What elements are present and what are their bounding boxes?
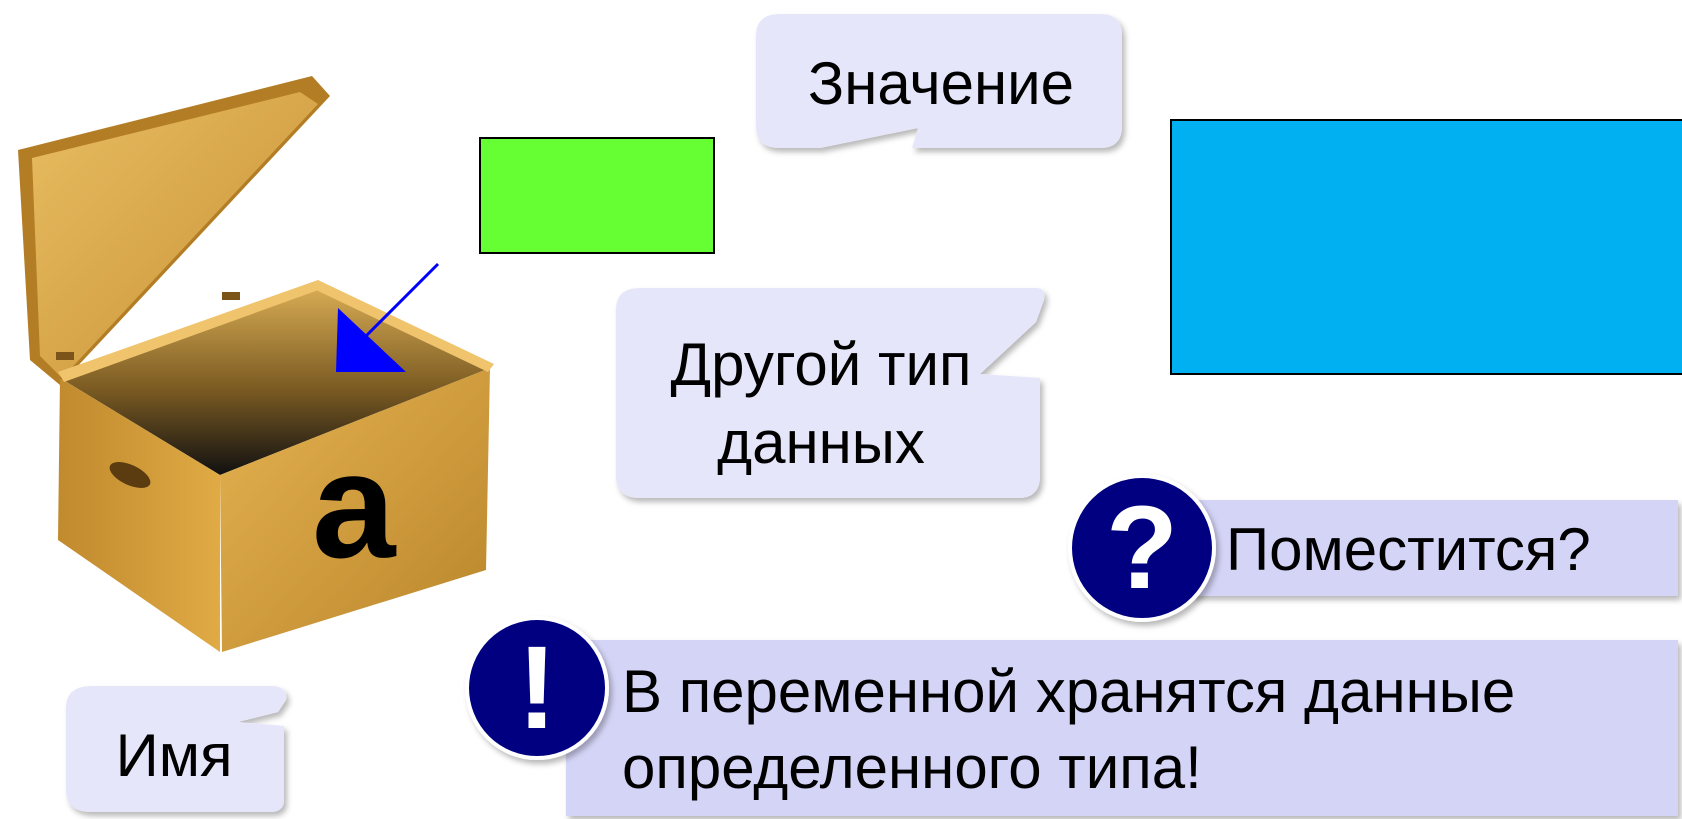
note-callout: ! bbox=[465, 616, 1678, 816]
note-line-1: В переменной хранятся данные bbox=[622, 658, 1516, 725]
variable-name-letter: a bbox=[312, 421, 396, 589]
exclamation-mark-icon: ! bbox=[517, 622, 556, 754]
wooden-box-icon bbox=[18, 76, 494, 652]
question-mark-icon: ? bbox=[1106, 482, 1178, 614]
name-label: Имя bbox=[115, 722, 233, 789]
note-text: В переменной хранятся данные определенно… bbox=[622, 654, 1672, 806]
note-line-2: определенного типа! bbox=[622, 734, 1202, 801]
other-type-line-2: данных bbox=[717, 409, 925, 476]
large-data-block bbox=[1170, 119, 1682, 375]
name-speech-bubble bbox=[66, 686, 287, 812]
other-type-label: Другой тип данных bbox=[616, 326, 1026, 482]
question-callout: ? bbox=[1068, 474, 1678, 622]
value-speech-bubble bbox=[756, 14, 1122, 148]
svg-text:?: ? bbox=[1106, 482, 1178, 614]
value-label: Значение bbox=[807, 50, 1075, 117]
other-type-line-1: Другой тип bbox=[670, 331, 972, 398]
small-data-block bbox=[479, 137, 715, 254]
arrow-into-box-icon bbox=[336, 262, 440, 372]
question-text: Поместится? bbox=[1226, 516, 1591, 583]
svg-text:!: ! bbox=[517, 622, 556, 754]
other-type-speech-bubble bbox=[616, 288, 1045, 498]
